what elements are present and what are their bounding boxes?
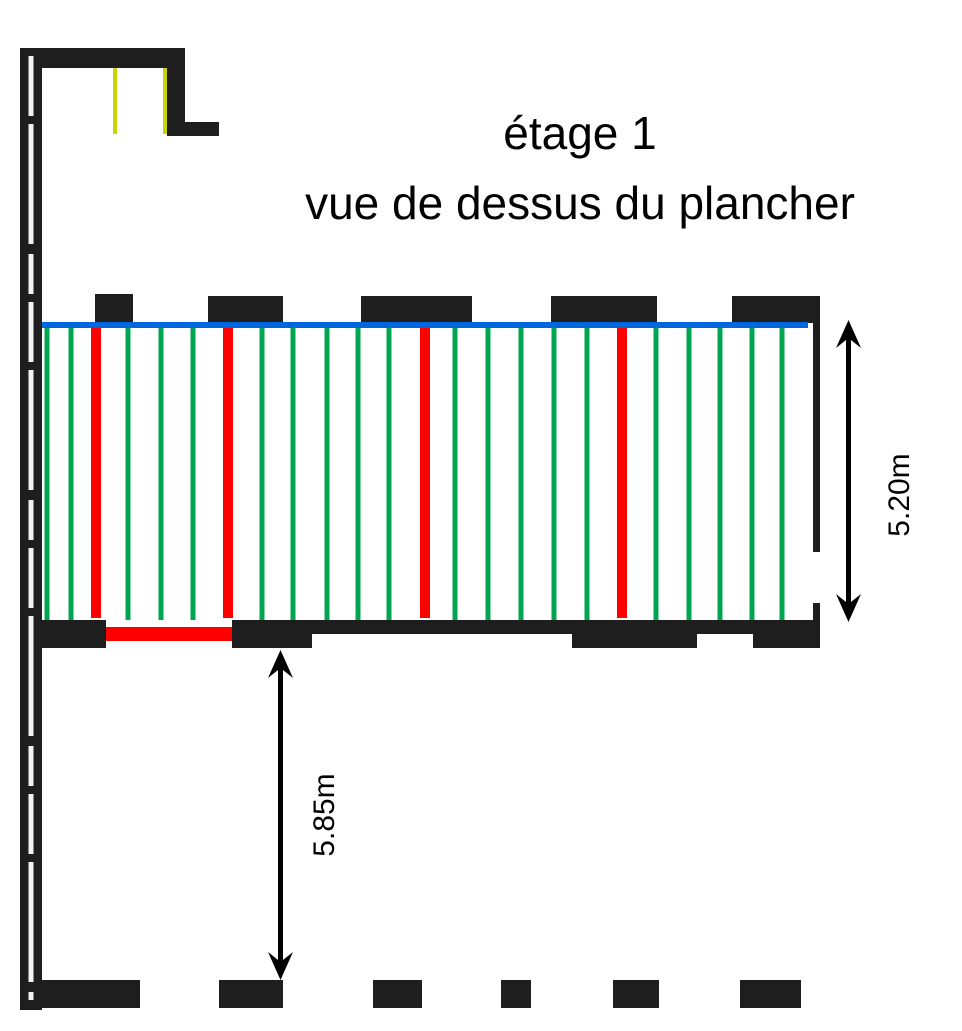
dimension-label-floor-depth: 5.20m: [883, 453, 916, 537]
title-line2: vue de dessus du plancher: [305, 177, 855, 229]
wall-pier: [753, 620, 820, 648]
top-wall-stub: [167, 122, 219, 136]
joist: [653, 328, 659, 620]
door-jamb: [113, 68, 117, 134]
joist: [290, 328, 296, 620]
joist: [749, 328, 755, 620]
title-line1: étage 1: [503, 107, 657, 159]
wall-pier: [232, 620, 312, 648]
right-wall: [813, 296, 820, 552]
bottom-wall: [219, 980, 283, 1008]
joist: [452, 328, 458, 620]
bottom-wall: [740, 980, 801, 1008]
joist: [355, 328, 361, 620]
wall-pier: [208, 296, 283, 323]
joist: [386, 328, 392, 620]
top-wall-post: [167, 48, 185, 136]
joist: [259, 328, 265, 620]
joist: [158, 328, 164, 620]
bottom-wall: [501, 980, 531, 1008]
dimension-arrow-lower-room: [268, 650, 293, 980]
joist: [584, 328, 590, 620]
beam: [420, 323, 430, 618]
joist: [190, 328, 196, 620]
joist: [717, 328, 723, 620]
wall-pier: [95, 294, 133, 322]
trimmer-beam: [106, 627, 232, 641]
joist: [686, 328, 692, 620]
ledger-board: [42, 322, 808, 328]
joist: [551, 328, 557, 620]
bottom-wall: [20, 980, 140, 1008]
bottom-wall: [373, 980, 422, 1008]
wall-pier: [572, 620, 697, 648]
top-wall: [20, 48, 185, 68]
joist: [779, 328, 785, 620]
beam: [91, 323, 101, 618]
beam: [223, 323, 233, 618]
wall-pier: [551, 296, 657, 323]
dimension-arrow-floor-depth: [836, 320, 861, 622]
beams: [91, 323, 627, 618]
wall-pier: [732, 296, 820, 323]
joist: [485, 328, 491, 620]
joist: [518, 328, 524, 620]
walls: [20, 48, 820, 1010]
joist: [324, 328, 330, 620]
joists: [44, 328, 785, 620]
beam: [617, 323, 627, 618]
door-jamb: [163, 68, 167, 134]
joist: [44, 328, 50, 620]
joist: [125, 328, 131, 620]
joist: [68, 328, 74, 620]
dimension-label-lower-room: 5.85m: [308, 773, 341, 857]
wall-pier: [361, 296, 472, 323]
bottom-wall: [613, 980, 659, 1008]
middle-wall: [232, 620, 820, 634]
wall-pier: [42, 620, 106, 648]
